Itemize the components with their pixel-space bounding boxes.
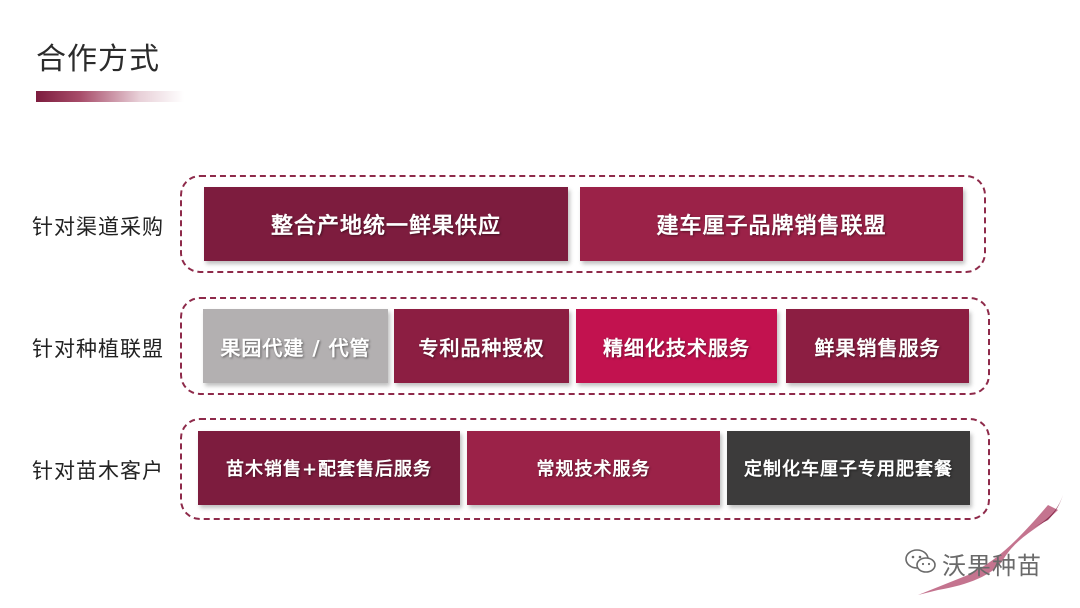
box-planting-orchard: 果园代建 / 代管 — [203, 309, 388, 383]
box-channel-alliance: 建车厘子品牌销售联盟 — [580, 187, 963, 261]
page-title: 合作方式 — [36, 42, 160, 77]
row-label-channel: 针对渠道采购 — [32, 215, 164, 239]
row-label-planting: 针对种植联盟 — [32, 337, 164, 361]
box-seedling-sales: 苗木销售+配套售后服务 — [198, 431, 460, 505]
group-planting — [180, 297, 990, 395]
group-channel — [180, 175, 986, 273]
box-channel-supply: 整合产地统一鲜果供应 — [204, 187, 568, 261]
brush-decoration — [918, 495, 1063, 595]
box-planting-tech: 精细化技术服务 — [576, 309, 777, 383]
row-label-seedling: 针对苗木客户 — [32, 459, 164, 483]
group-seedling — [180, 418, 990, 520]
box-seedling-fertilizer: 定制化车厘子专用肥套餐 — [727, 431, 970, 505]
box-seedling-tech: 常规技术服务 — [467, 431, 720, 505]
title-underline-bar — [36, 91, 184, 102]
wechat-icon — [905, 549, 936, 573]
box-planting-license: 专利品种授权 — [394, 309, 569, 383]
watermark-text: 沃果种苗 — [942, 552, 1042, 580]
box-planting-sales: 鲜果销售服务 — [786, 309, 969, 383]
